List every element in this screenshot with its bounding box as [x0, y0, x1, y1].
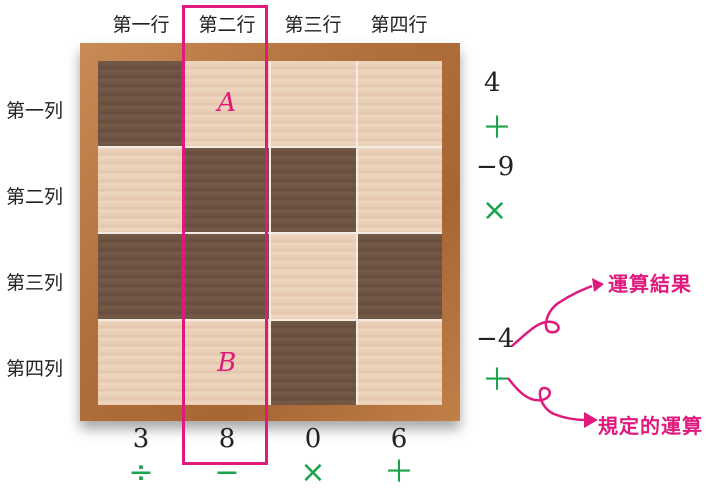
cell-r2-c1	[98, 147, 183, 232]
column-header-2: 第二行	[198, 14, 256, 36]
rule-arrow-line	[507, 377, 587, 422]
row-1-op: ＋	[482, 111, 512, 146]
column-4-op: ＋	[384, 455, 414, 490]
column-header-4: 第四行	[370, 14, 428, 36]
column-2-op: −	[214, 455, 240, 490]
cell-r1-c4	[357, 61, 442, 146]
column-3-op: ×	[300, 455, 326, 490]
row-2-result: −9	[476, 152, 515, 182]
column-1-result: 3	[132, 424, 150, 454]
result-arrow-line	[511, 284, 593, 347]
row-4-op: ＋	[482, 363, 512, 398]
cell-r4-c4	[357, 320, 442, 405]
result-callout-label: 運算結果	[608, 272, 692, 296]
row-2-op: ×	[482, 193, 508, 228]
column-2-result: 8	[218, 424, 236, 454]
cell-r3-c4	[357, 234, 442, 319]
cell-r1-c1	[98, 61, 183, 146]
column-header-1: 第一行	[112, 14, 170, 36]
column-4-result: 6	[390, 424, 408, 454]
cell-r4-c1	[98, 320, 183, 405]
callout-arrows	[507, 278, 604, 428]
cell-r2-c4	[357, 147, 442, 232]
cell-r4-c2: B	[184, 320, 269, 405]
cell-r1-c3	[271, 61, 356, 146]
cell-r2-c3	[271, 147, 356, 232]
rule-arrow-head	[584, 412, 598, 428]
cell-r1-c2: A	[184, 61, 269, 146]
cell-r3-c1	[98, 234, 183, 319]
cell-r3-c3	[271, 234, 356, 319]
row-header-1: 第一列	[6, 100, 64, 122]
column-2-highlight	[182, 5, 268, 465]
result-arrow-head	[592, 278, 604, 292]
column-header-3: 第三行	[284, 14, 342, 36]
cell-r4-c3	[271, 320, 356, 405]
column-3-result: 0	[304, 424, 322, 454]
grid: A B	[98, 61, 442, 405]
column-1-op: ÷	[128, 455, 154, 490]
cell-r3-c2	[184, 234, 269, 319]
row-1-result: 4	[484, 68, 501, 98]
cell-label-b: B	[217, 347, 237, 378]
row-header-4: 第四列	[6, 358, 64, 380]
row-header-3: 第三列	[6, 272, 64, 294]
row-4-result: −4	[476, 324, 515, 354]
cell-r2-c2	[184, 147, 269, 232]
cell-label-a: A	[217, 88, 237, 119]
rule-callout-label: 規定的運算	[598, 414, 703, 438]
row-header-2: 第二列	[6, 186, 64, 208]
